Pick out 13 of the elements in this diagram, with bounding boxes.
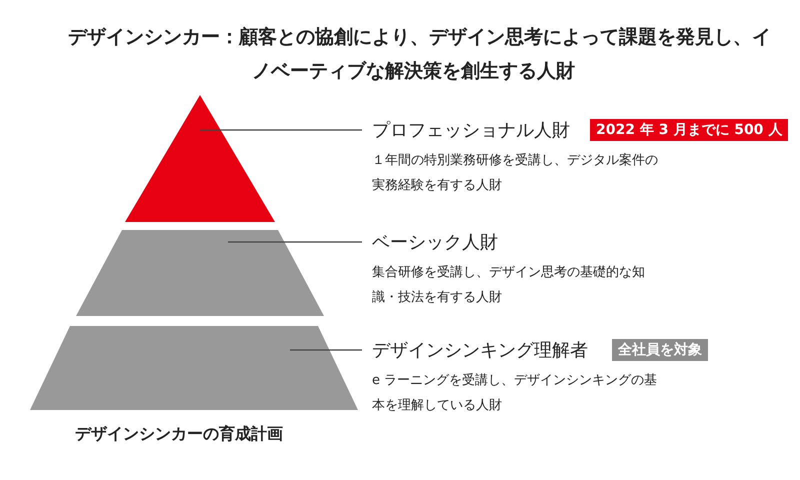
leader-line bbox=[200, 129, 362, 131]
badge-label: 全社員を対象 bbox=[612, 339, 708, 361]
leader-line bbox=[228, 241, 362, 243]
tier-heading: デザインシンキング理解者 bbox=[372, 339, 588, 362]
tier-description: １年間の特別業務研修を受講し、デジタル案件の実務経験を有する人財 bbox=[372, 152, 659, 195]
caption: デザインシンカーの育成計画 bbox=[75, 424, 283, 445]
tier-description: e ラーニングを受講し、デザインシンキングの基本を理解している人財 bbox=[372, 372, 658, 415]
tier-heading: ベーシック人財 bbox=[372, 231, 498, 254]
tier-heading: プロフェッショナル人財 bbox=[372, 119, 570, 142]
heading: デザインシンカー：顧客との協創により、デザイン思考によって課題を発見し、イノベーティブな解決策を創生する人財 bbox=[68, 25, 772, 84]
tier-description: 集合研修を受講し、デザイン思考の基礎的な知識・技法を有する人財 bbox=[372, 264, 646, 307]
badge-label: 2022 年 3 月までに 500 人 bbox=[590, 119, 788, 141]
leader-line bbox=[290, 349, 362, 351]
